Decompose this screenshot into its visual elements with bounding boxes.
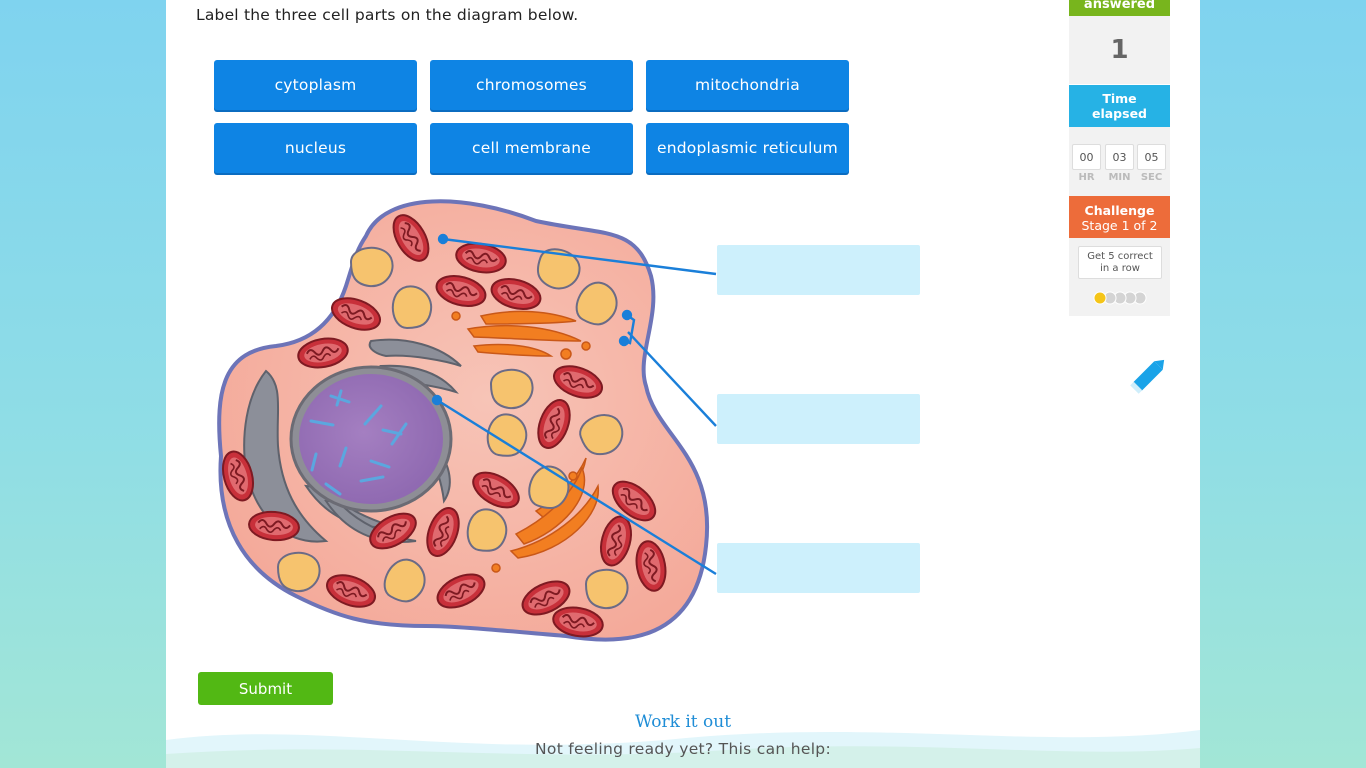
answered-label: answered	[1069, 0, 1170, 16]
choice-endoplasmic-reticulum[interactable]: endoplasmic reticulum	[646, 123, 849, 173]
choice-nucleus[interactable]: nucleus	[214, 123, 417, 173]
pencil-icon[interactable]	[1126, 350, 1174, 398]
time-label-2: elapsed	[1091, 106, 1147, 121]
drop-target-1[interactable]	[717, 245, 920, 295]
cell-diagram	[217, 199, 717, 642]
choice-mitochondria[interactable]: mitochondria	[646, 60, 849, 110]
time-label-1: Time	[1102, 91, 1137, 106]
timer-minutes: 03	[1105, 144, 1134, 170]
streak-progress-dots	[1093, 291, 1147, 305]
timer-seconds: 05	[1137, 144, 1166, 170]
timer: 00 03 05 HR MIN SEC	[1069, 127, 1170, 196]
challenge-goal: Get 5 correct in a row	[1078, 246, 1162, 279]
challenge-title: Challenge	[1084, 203, 1155, 218]
drop-target-3[interactable]	[717, 543, 920, 593]
timer-minutes-label: MIN	[1108, 172, 1131, 183]
footer-wave	[166, 730, 1200, 768]
challenge-header: Challenge Stage 1 of 2	[1069, 196, 1170, 238]
timer-hours-label: HR	[1078, 172, 1095, 183]
help-subtitle: Not feeling ready yet? This can help:	[535, 740, 831, 758]
challenge-body: Get 5 correct in a row	[1069, 238, 1170, 316]
question-prompt: Label the three cell parts on the diagra…	[196, 6, 579, 24]
timer-hours: 00	[1072, 144, 1101, 170]
choice-cell-membrane[interactable]: cell membrane	[430, 123, 633, 173]
challenge-stage: Stage 1 of 2	[1081, 218, 1158, 233]
choice-cytoplasm[interactable]: cytoplasm	[214, 60, 417, 110]
work-it-out-heading: Work it out	[634, 712, 732, 732]
answered-count: 1	[1069, 16, 1170, 84]
time-elapsed-header: Time elapsed	[1069, 85, 1170, 127]
drop-target-2[interactable]	[717, 394, 920, 444]
question-page: Label the three cell parts on the diagra…	[166, 0, 1200, 768]
timer-seconds-label: SEC	[1140, 172, 1163, 183]
submit-button[interactable]: Submit	[198, 672, 333, 705]
choice-chromosomes[interactable]: chromosomes	[430, 60, 633, 110]
streak-dot	[1093, 291, 1107, 305]
